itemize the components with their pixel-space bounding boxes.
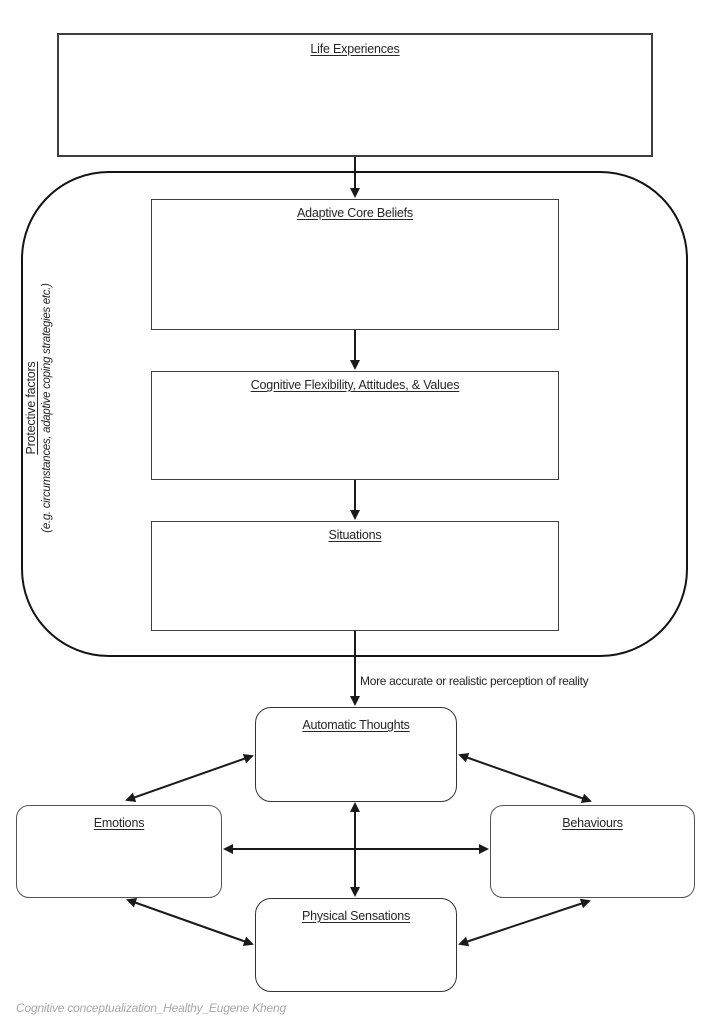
situations-label: Situations	[328, 528, 382, 542]
adaptive-core-beliefs-label: Adaptive Core Beliefs	[296, 206, 413, 220]
physical-sensations-label: Physical Sensations	[301, 909, 411, 923]
life-experiences-box: Life Experiences	[57, 33, 653, 157]
behaviours-label: Behaviours	[562, 816, 623, 830]
arrow-emotions-physical-sensations	[126, 897, 254, 947]
arrow-physical-sensations-behaviours	[458, 898, 591, 947]
protective-factors-subtitle: (e.g. circumstances, adaptive coping str…	[40, 283, 53, 533]
adaptive-core-beliefs-box: Adaptive Core Beliefs	[151, 199, 559, 330]
behaviours-node: Behaviours	[490, 805, 695, 898]
situations-box: Situations	[151, 521, 559, 631]
automatic-thoughts-label: Automatic Thoughts	[302, 718, 410, 732]
protective-factors-side-label: Protective factors (e.g. circumstances, …	[24, 253, 76, 563]
cognitive-flexibility-box: Cognitive Flexibility, Attitudes, & Valu…	[151, 371, 559, 480]
emotions-label: Emotions	[93, 816, 145, 830]
automatic-thoughts-node: Automatic Thoughts	[255, 707, 457, 802]
physical-sensations-node: Physical Sensations	[255, 898, 457, 992]
life-experiences-label: Life Experiences	[310, 42, 400, 56]
arrow-automatic-thoughts-behaviours	[458, 752, 592, 804]
arrow-automatic-thoughts-emotions	[125, 753, 254, 803]
cognitive-flexibility-label: Cognitive Flexibility, Attitudes, & Valu…	[250, 378, 460, 392]
diagram-caption: Cognitive conceptualization_Healthy_Euge…	[16, 1001, 286, 1015]
emotions-node: Emotions	[16, 805, 222, 898]
protective-factors-title: Protective factors	[24, 361, 38, 455]
perception-arrow-label: More accurate or realistic perception of…	[360, 674, 589, 688]
